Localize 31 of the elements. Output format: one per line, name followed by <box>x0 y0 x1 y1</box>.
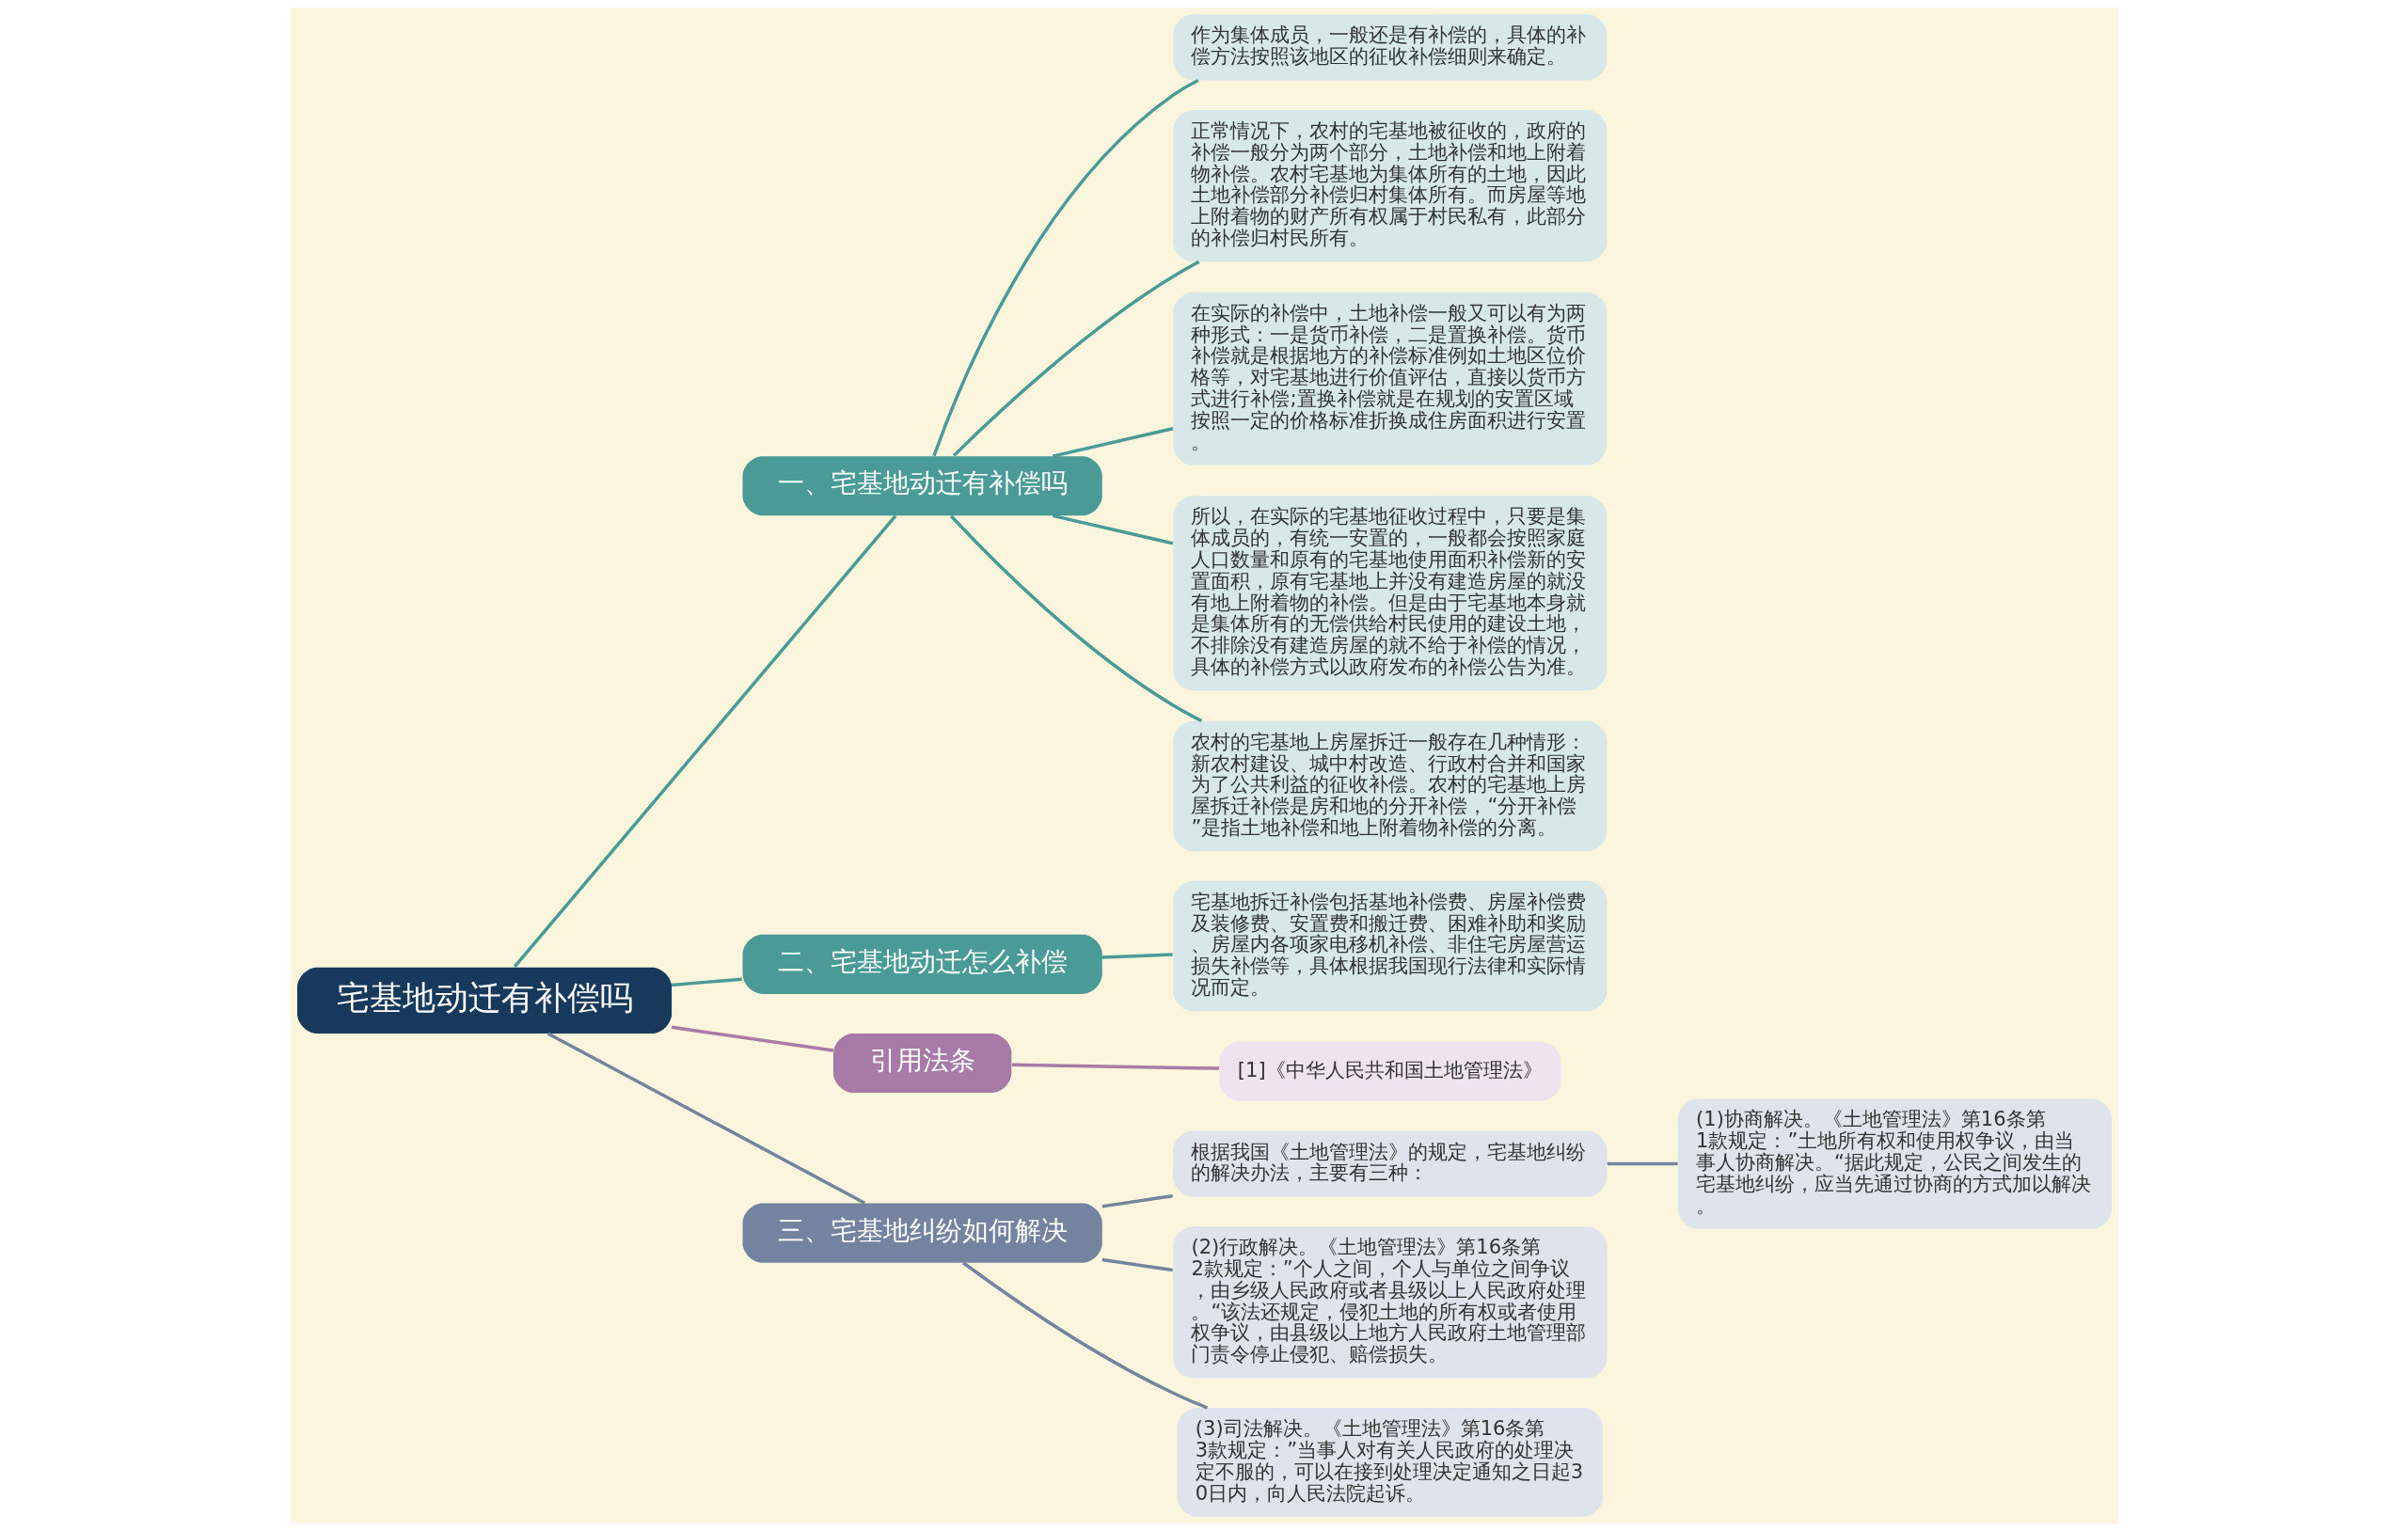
connector <box>1101 1194 1173 1208</box>
node-box: 作为集体成员，一般还是有补偿的，具体的补偿方法按照该地区的征收补偿细则来确定。 <box>1172 14 1607 81</box>
connector <box>1101 1257 1173 1272</box>
connector <box>1052 513 1173 545</box>
node-box: (2)行政解决。《土地管理法》第16条第2款规定：”个人之间，个人与单位之间争议，由乡级人民政府或者县级以上人民政府处理。“该法还规定，侵犯土地的所有权或者使用权争议，由县级以上地方人民政府土地管理部门责令停止侵犯、赔偿损失。 <box>1172 1226 1607 1379</box>
connector <box>1101 953 1173 959</box>
connector <box>952 260 1199 457</box>
connector <box>547 1032 865 1205</box>
node-box: (1)协商解决。《土地管理法》第16条第1款规定：”土地所有权和使用权争议，由当事人协商解决。“据此规定，公民之间发生的宅基地纠纷，应当先通过协商的方式加以解决。 <box>1677 1098 2112 1229</box>
node-box: 三、宅基地纠纷如何解决 <box>742 1203 1102 1263</box>
node-box: (3)司法解决。《土地管理法》第16条第3款规定：”当事人对有关人民政府的处理决定不服的，可以在接到处理决定通知之日起30日内，向人民法院起诉。 <box>1177 1408 1603 1517</box>
connector <box>1052 426 1173 458</box>
node-box: [1]《中华人民共和国土地管理法》 <box>1218 1041 1560 1101</box>
connector <box>961 1261 1208 1410</box>
node-box: 所以，在实际的宅基地征收过程中，只要是集体成员的，有统一安置的，一般都会按照家庭人口数量和原有的宅基地使用面积补偿新的安置面积，原有宅基地上并没有建造房屋的就没有地上附着物的补偿。但是由于宅基地本身就是集体所有的无偿供给村民使用的建设土地，不排除没有建造房屋的就不给于补偿的情况，具体的补偿方式以政府发布的补偿公告为准。 <box>1172 496 1607 691</box>
connector <box>949 514 1202 723</box>
connector <box>671 977 742 987</box>
node-box: 农村的宅基地上房屋拆迁一般存在几种情形：新农村建设、城中村改造、行政村合并和国家为了公共利益的征收补偿。农村的宅基地上房屋拆迁补偿是房和地的分开补偿，“分开补偿”是指土地补偿和地上附着物补偿的分离。 <box>1172 720 1607 852</box>
connector <box>671 1025 833 1052</box>
node-box: 一、宅基地动迁有补偿吗 <box>742 456 1102 516</box>
node-box: 二、宅基地动迁怎么补偿 <box>742 934 1102 994</box>
node-box: 根据我国《土地管理法》的规定，宅基地纠纷的解决办法，主要有三种： <box>1172 1130 1607 1197</box>
connector <box>513 514 896 969</box>
node-box: 在实际的补偿中，土地补偿一般又可以有为两种形式：一是货币补偿，二是置换补偿。货币补偿就是根据地方的补偿标准例如土地区位价格等，对宅基地进行价值评估，直接以货币方式进行补偿;置换补偿就是在规划的安置区域按照一定的价格标准折换成住房面积进行安置。 <box>1172 292 1607 466</box>
connector <box>931 78 1198 457</box>
node-box: 引用法条 <box>832 1033 1011 1094</box>
node-box: 正常情况下，农村的宅基地被征收的，政府的补偿一般分为两个部分，土地补偿和地上附着物补偿。农村宅基地为集体所有的土地，因此土地补偿部分补偿归村集体所有。而房屋等地上附着物的财产所有权属于村民私有，此部分的补偿归村民所有。 <box>1172 109 1607 262</box>
node-box: 宅基地拆迁补偿包括基地补偿费、房屋补偿费及装修费、安置费和搬迁费、困难补助和奖励、房屋内各项家电移机补偿、非住宅房屋营运损失补偿等，具体根据我国现行法律和实际情况而定。 <box>1172 880 1607 1012</box>
connector <box>1607 1161 1678 1166</box>
node-box: 宅基地动迁有补偿吗 <box>296 967 672 1034</box>
connector <box>1011 1063 1219 1070</box>
